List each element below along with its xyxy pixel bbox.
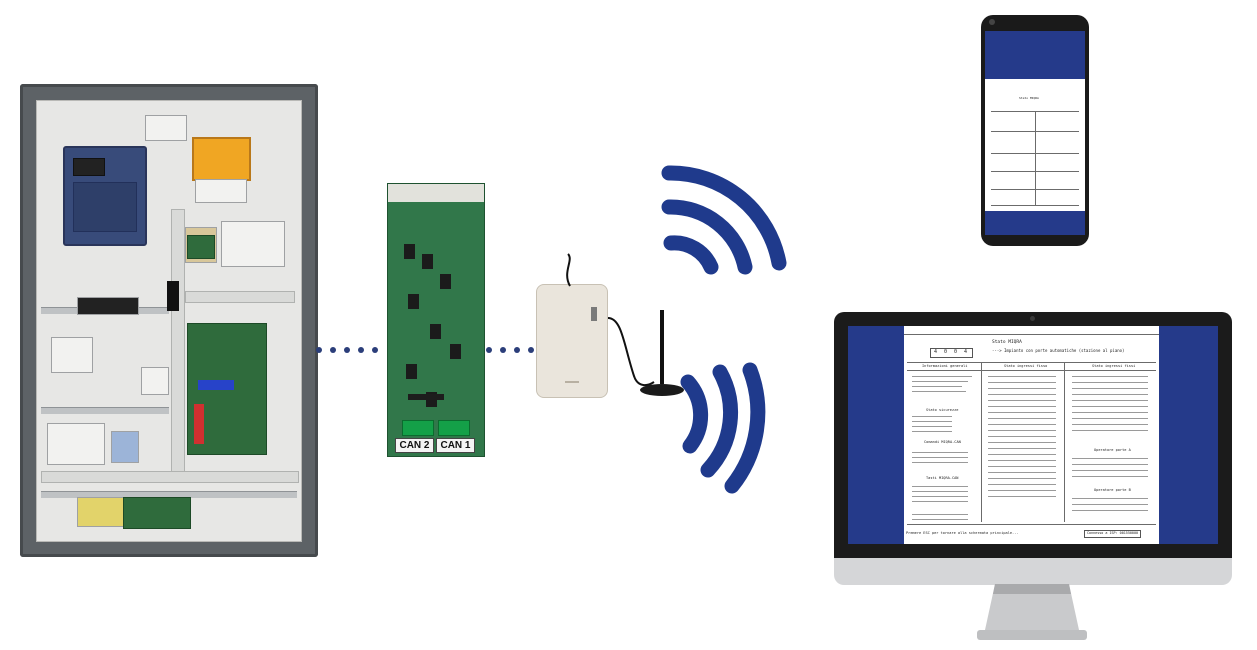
can1-label: CAN 1 [436, 438, 475, 453]
antenna [607, 310, 684, 396]
circuit-breakers [221, 221, 285, 267]
section-title: Operatore porte B [1094, 488, 1131, 492]
wiring [167, 281, 179, 311]
din-rail [41, 407, 169, 414]
wifi-signal-upper [661, 165, 787, 275]
monitor-stand [977, 584, 1087, 640]
cabinet-interior [36, 100, 302, 542]
contactors [47, 423, 105, 465]
transformer [192, 137, 251, 181]
smartphone: Stato MIQRA [981, 15, 1089, 246]
phone-header-band [985, 31, 1085, 79]
section-title: Informazioni generali [922, 364, 968, 368]
section-title: Operatore porte A [1094, 448, 1131, 452]
phone-footer-band [985, 211, 1085, 235]
section-title: Stato ingressi fissi [1092, 364, 1136, 368]
elevator-control-cabinet [20, 84, 318, 557]
breaker [111, 431, 139, 463]
small-pcb [187, 235, 215, 259]
gsm-modem [536, 253, 616, 398]
can2-label: CAN 2 [395, 438, 434, 453]
cable-duct [171, 209, 185, 481]
monitor-bezel: Stato MIQRA 4 0 0 4 ---> Impianto con po… [834, 312, 1232, 558]
monitor-header: Stato MIQRA [992, 340, 1022, 345]
terminal-block [195, 179, 247, 203]
section-title: Tasti MIQRA-CAN [926, 476, 959, 480]
din-rail [41, 491, 297, 498]
webcam [1030, 316, 1035, 321]
terminal-block [77, 497, 129, 527]
cable-duct [41, 471, 299, 483]
terminal-window: Stato MIQRA 4 0 0 4 ---> Impianto con po… [904, 326, 1159, 544]
phone-header: Stato MIQRA [1019, 96, 1039, 100]
main-controller-pcb [187, 323, 267, 455]
desktop-monitor: Stato MIQRA 4 0 0 4 ---> Impianto con po… [834, 312, 1232, 585]
contactor [145, 115, 187, 141]
connection-dots-left [316, 347, 378, 353]
monitor-digits: 4 0 0 4 [930, 348, 974, 358]
monitor-footer-left: Premere ESC per tornare alla schermata p… [906, 531, 1019, 535]
monitor-footer-right: Connesso a ISP: 001550000 [1084, 530, 1142, 538]
wifi-signal-lower [680, 362, 766, 494]
can2-connector [402, 420, 434, 436]
section-title: Stato sicurezze [926, 408, 959, 412]
contactors [51, 337, 93, 373]
encoder-module [77, 297, 139, 315]
board-top-connectors [388, 184, 484, 202]
can1-connector [438, 420, 470, 436]
inverter-drive [63, 146, 147, 246]
cable-duct [185, 291, 295, 303]
modem-cable-top [566, 253, 571, 287]
monitor-screen: Stato MIQRA 4 0 0 4 ---> Impianto con po… [848, 326, 1218, 544]
monitor-chin [834, 558, 1232, 585]
relay [141, 367, 169, 395]
controller-board: CAN 2 CAN 1 [387, 183, 485, 457]
section-title: Stato ingressi fisso [1004, 364, 1048, 368]
connection-dots-right [486, 347, 534, 353]
modem-body [536, 284, 608, 398]
monitor-description: ---> Impianto con porte automatiche (sta… [992, 348, 1125, 353]
auxiliary-pcb [123, 497, 191, 529]
section-title: Comandi MIQRA-CAN [924, 440, 961, 444]
phone-screen: Stato MIQRA [985, 31, 1085, 235]
